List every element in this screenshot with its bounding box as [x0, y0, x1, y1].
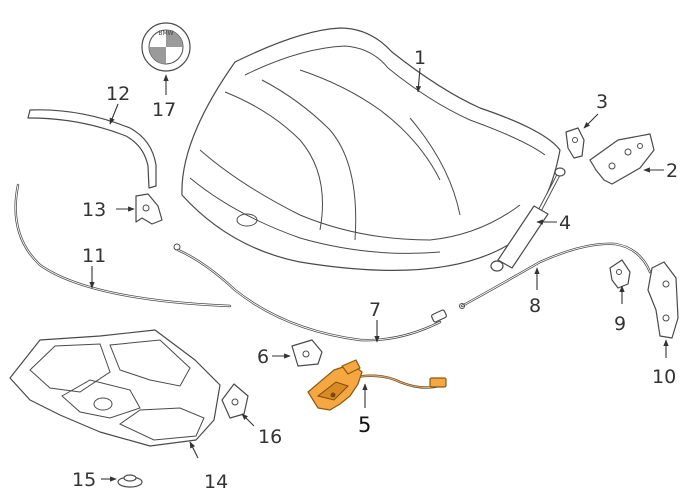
callout-13: 13	[82, 199, 106, 221]
release-cable-part-7	[173, 243, 447, 342]
small-bracket-part-3	[565, 127, 585, 159]
callout-6: 6	[257, 346, 269, 368]
gas-strut-part-4	[490, 167, 566, 272]
callout-9: 9	[614, 313, 626, 335]
callout-2: 2	[666, 160, 678, 182]
latch-bracket-part-9	[609, 259, 631, 289]
hinge-part-2	[589, 133, 655, 185]
callout-8: 8	[529, 295, 541, 317]
callout-1: 1	[414, 47, 426, 69]
callout-4: 4	[559, 212, 571, 234]
emblem-lettering: BMW	[158, 30, 173, 37]
hood-part-1	[181, 27, 561, 271]
callout-16: 16	[258, 426, 282, 448]
callout-7: 7	[369, 299, 381, 321]
callout-11: 11	[82, 245, 106, 267]
bracket-part-13	[135, 193, 163, 225]
callout-12: 12	[106, 83, 130, 105]
hood-latch-part-5	[307, 359, 447, 411]
cable-part-8	[459, 242, 652, 309]
callout-17: 17	[152, 99, 176, 121]
bracket-part-6	[291, 339, 323, 367]
underbody-panel-part-14	[9, 329, 221, 447]
clip-part-15	[117, 474, 143, 488]
seal-strip-part-12	[27, 109, 157, 189]
callout-10: 10	[652, 366, 676, 388]
callout-5: 5	[358, 413, 371, 437]
lock-part-10	[647, 261, 679, 339]
bracket-plate-part-16	[221, 383, 249, 419]
callout-14: 14	[204, 471, 228, 493]
callout-15: 15	[72, 469, 96, 491]
emblem-part-17: BMW	[141, 22, 191, 72]
callout-3: 3	[596, 91, 608, 113]
seal-part-11	[14, 183, 232, 308]
